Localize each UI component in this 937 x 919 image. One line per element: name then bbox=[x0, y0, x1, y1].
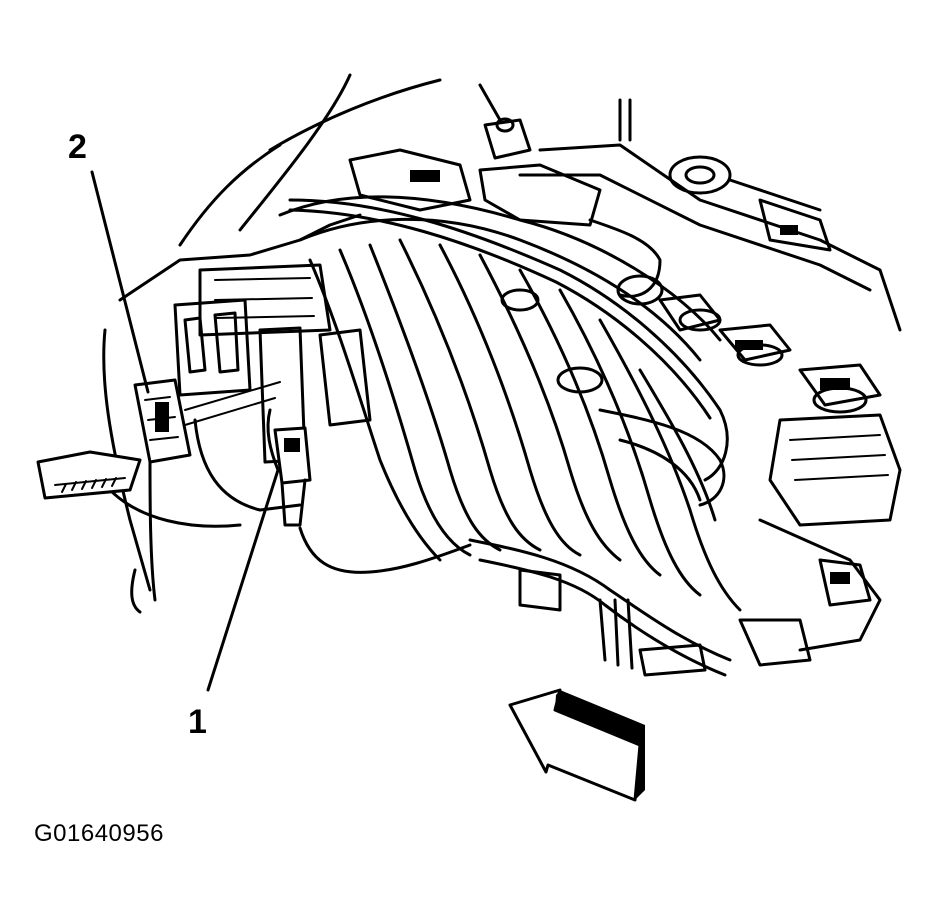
ignition-coils bbox=[348, 148, 882, 414]
sensor-connector-item-2 bbox=[130, 378, 192, 614]
valve-cover-right bbox=[518, 98, 902, 667]
figure-id: G01640956 bbox=[34, 820, 164, 847]
callout-1-label: 1 bbox=[188, 703, 207, 741]
lower-hoses bbox=[468, 538, 732, 677]
callout-2-label: 2 bbox=[68, 128, 87, 166]
intake-manifold bbox=[278, 195, 742, 612]
dipstick bbox=[478, 83, 532, 160]
left-connector-block bbox=[36, 450, 142, 500]
view-direction-arrow-icon bbox=[508, 688, 645, 802]
fender-outline bbox=[178, 73, 442, 247]
leader-lines bbox=[90, 170, 280, 692]
reference-line bbox=[184, 381, 281, 426]
fuel-rail bbox=[288, 198, 729, 482]
